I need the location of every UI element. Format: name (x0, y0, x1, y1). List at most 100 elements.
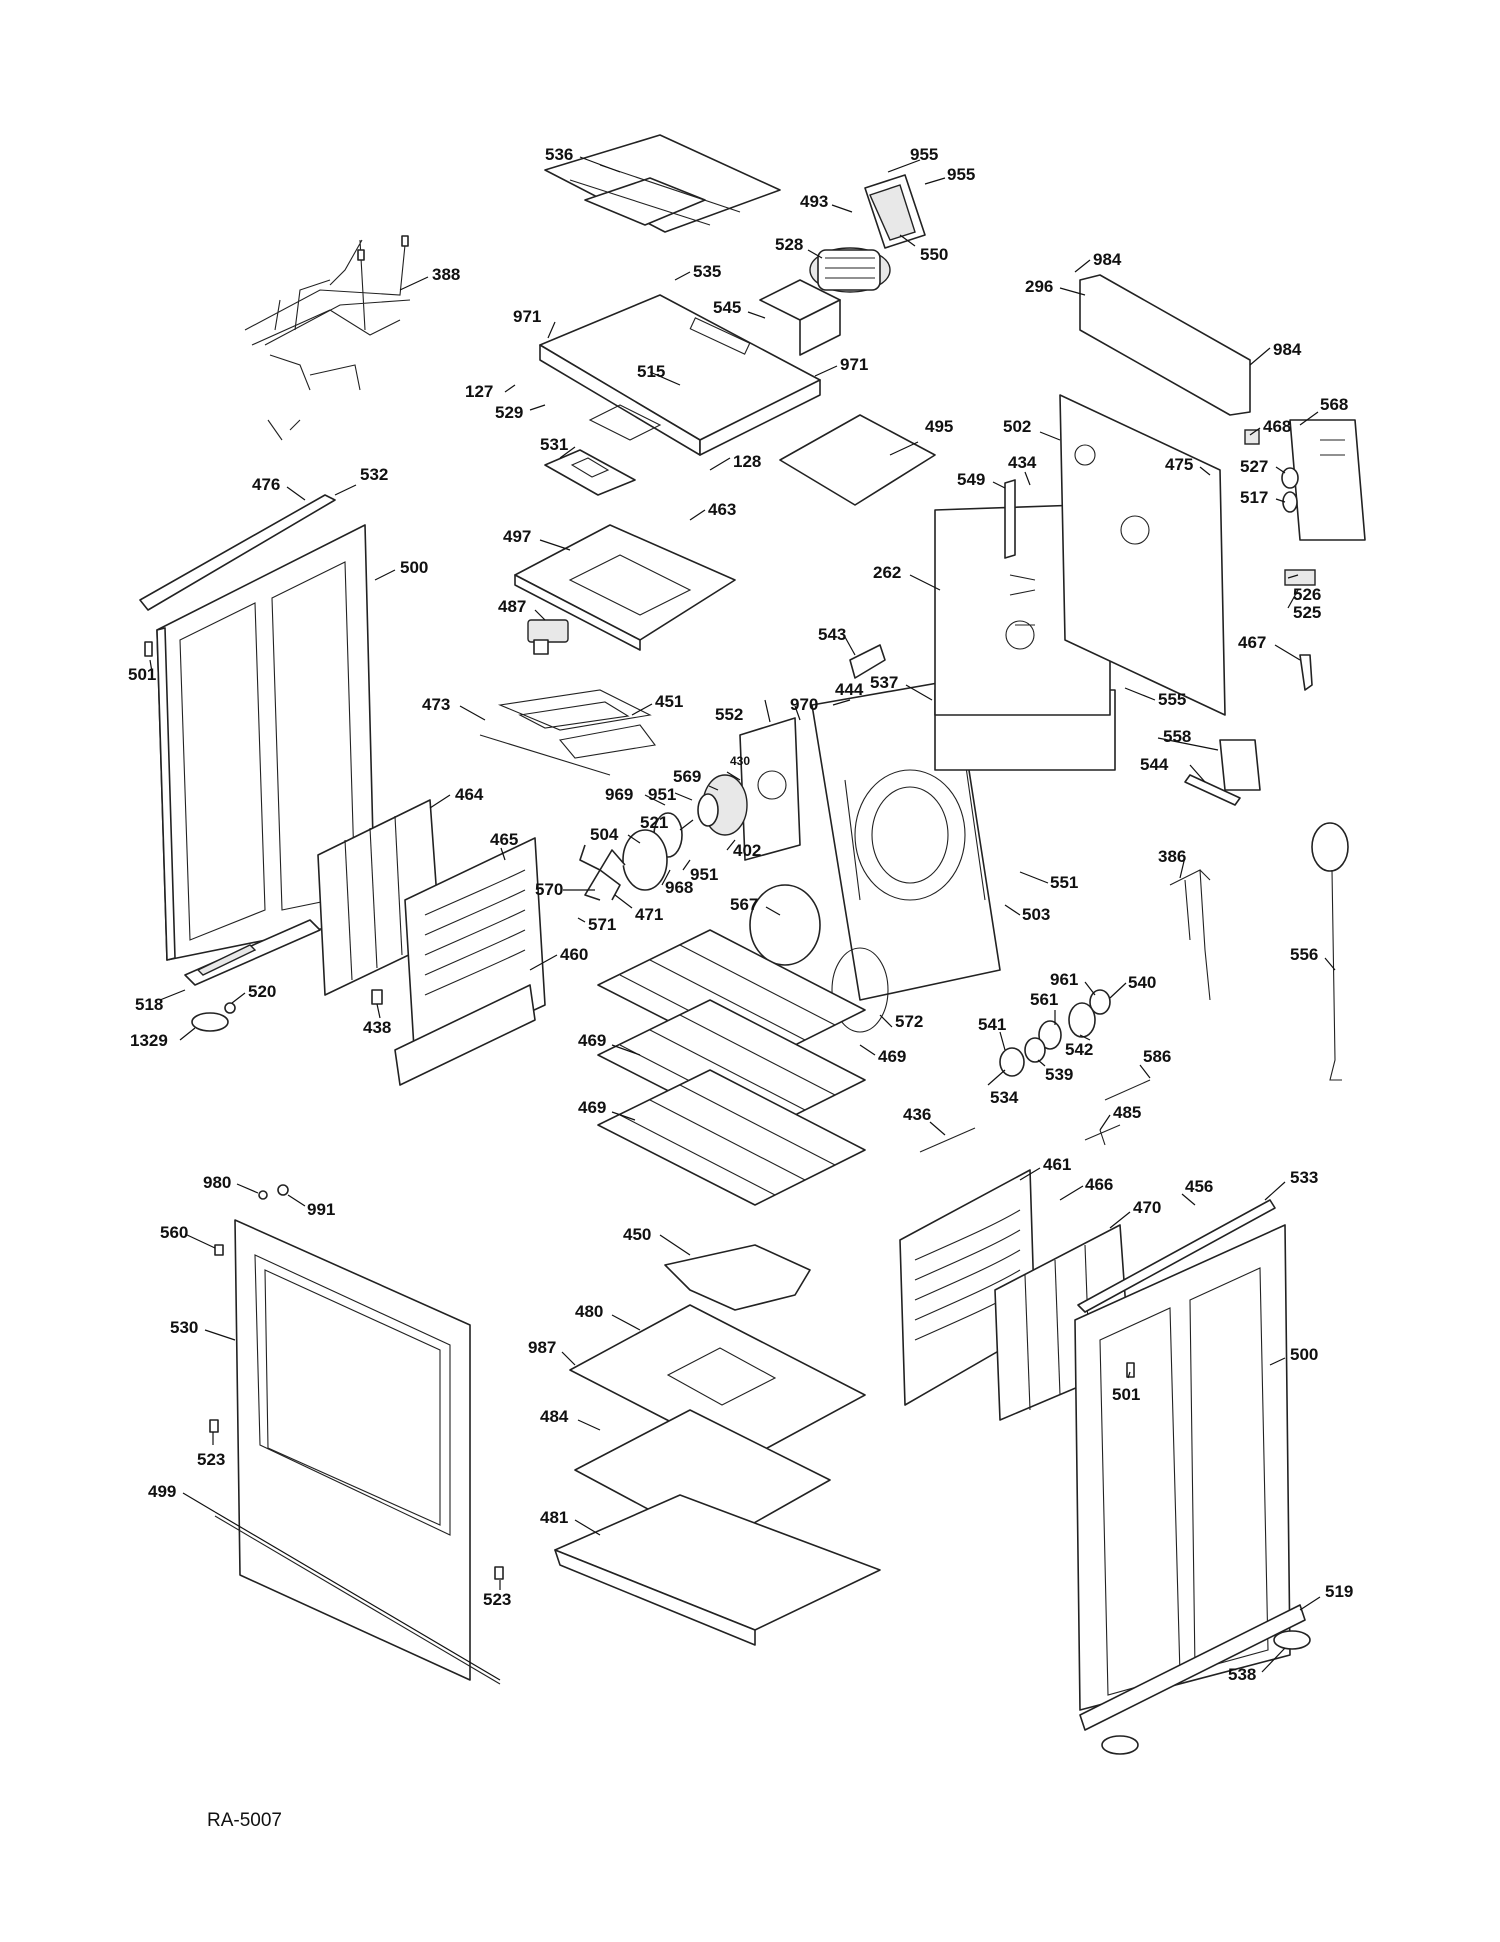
callout-501: 501 (1112, 1385, 1140, 1404)
part-558-box (1219, 739, 1261, 791)
callout-537: 537 (870, 673, 898, 692)
part-501-clip-right (1126, 1362, 1135, 1378)
part-leveler-right (1101, 1735, 1139, 1755)
callout-525: 525 (1293, 603, 1321, 622)
part-549-strip (1004, 479, 1016, 559)
callout-497: 497 (503, 527, 531, 546)
part-487-latch (527, 619, 569, 655)
callout-984: 984 (1273, 340, 1302, 359)
callout-502: 502 (1003, 417, 1031, 436)
callout-969: 969 (605, 785, 633, 804)
callout-463: 463 (708, 500, 736, 519)
callout-550: 550 (920, 245, 948, 264)
callout-570: 570 (535, 880, 563, 899)
callout-991: 991 (307, 1200, 335, 1219)
callout-552: 552 (715, 705, 743, 724)
callout-481: 481 (540, 1508, 568, 1527)
part-518-base-rail (184, 919, 321, 986)
callout-549: 549 (957, 470, 985, 489)
callout-586: 586 (1143, 1047, 1171, 1066)
part-526-terminal-block (1284, 569, 1316, 586)
callout-515: 515 (637, 362, 665, 381)
callout-499: 499 (148, 1482, 176, 1501)
callout-520: 520 (248, 982, 276, 1001)
part-388-wire-harness (244, 235, 411, 441)
part-567-fan-cover (749, 884, 821, 966)
part-560-clip (214, 1244, 224, 1256)
part-991-nut (277, 1184, 289, 1196)
callout-128: 128 (733, 452, 761, 471)
callout-556: 556 (1290, 945, 1318, 964)
part-504-plate (622, 829, 668, 891)
callout-473: 473 (422, 695, 450, 714)
callout-526: 526 (1293, 585, 1321, 604)
callout-539: 539 (1045, 1065, 1073, 1084)
callout-467: 467 (1238, 633, 1266, 652)
callout-572: 572 (895, 1012, 923, 1031)
callout-450: 450 (623, 1225, 651, 1244)
callout-535: 535 (693, 262, 721, 281)
part-502-upper-back (1059, 394, 1226, 716)
part-540-knob (1089, 989, 1111, 1015)
part-499-lower-trim-edge (214, 1515, 501, 1685)
callout-485: 485 (1113, 1103, 1141, 1122)
callout-530: 530 (170, 1318, 198, 1337)
part-1329-leveler (191, 1002, 236, 1032)
callout-436: 436 (903, 1105, 931, 1124)
part-519-base-rail (1079, 1604, 1306, 1731)
callout-456: 456 (1185, 1177, 1213, 1196)
callout-500: 500 (400, 558, 428, 577)
part-980-screw (258, 1190, 268, 1200)
part-529-support-pan (539, 294, 821, 456)
part-438-clip (371, 989, 383, 1005)
callout-501: 501 (128, 665, 156, 684)
callout-540: 540 (1128, 973, 1156, 992)
callout-470: 470 (1133, 1198, 1161, 1217)
callout-493: 493 (800, 192, 828, 211)
part-568-cover (1289, 419, 1366, 541)
callout-475: 475 (1165, 455, 1193, 474)
callout-465: 465 (490, 830, 518, 849)
callout-531: 531 (540, 435, 568, 454)
callout-468: 468 (1263, 417, 1291, 436)
callout-961: 961 (1050, 970, 1078, 989)
part-402-convection-motor (697, 774, 748, 836)
callout-484: 484 (540, 1407, 569, 1426)
callout-430: 430 (730, 754, 750, 768)
callout-536: 536 (545, 145, 573, 164)
callout-296: 296 (1025, 277, 1053, 296)
callout-980: 980 (203, 1173, 231, 1192)
callout-469: 469 (878, 1047, 906, 1066)
callout-461: 461 (1043, 1155, 1071, 1174)
part-542-bezel (1068, 1002, 1096, 1038)
callout-551: 551 (1050, 873, 1078, 892)
callout-466: 466 (1085, 1175, 1113, 1194)
callout-541: 541 (978, 1015, 1006, 1034)
part-543-bracket (849, 644, 886, 679)
callout-521: 521 (640, 813, 668, 832)
callout-127: 127 (465, 382, 493, 401)
callout-386: 386 (1158, 847, 1186, 866)
callout-569: 569 (673, 767, 701, 786)
part-541-knob (999, 1047, 1025, 1077)
callout-971: 971 (840, 355, 868, 374)
callout-543: 543 (818, 625, 846, 644)
callout-951: 951 (690, 865, 718, 884)
part-485-sensor (1084, 1124, 1121, 1146)
callout-504: 504 (590, 825, 619, 844)
callout-984: 984 (1093, 250, 1122, 269)
part-532-rail (139, 494, 336, 611)
callout-529: 529 (495, 403, 523, 422)
callout-500: 500 (1290, 1345, 1318, 1364)
callout-561: 561 (1030, 990, 1058, 1009)
part-556-power-cord (1311, 822, 1349, 1081)
callout-518: 518 (135, 995, 163, 1014)
callout-527: 527 (1240, 457, 1268, 476)
callout-517: 517 (1240, 488, 1268, 507)
callout-558: 558 (1163, 727, 1191, 746)
callout-471: 471 (635, 905, 663, 924)
drawing-number: RA-5007 (207, 1810, 282, 1831)
callout-544: 544 (1140, 755, 1169, 774)
part-570-fan-blade (579, 844, 626, 901)
